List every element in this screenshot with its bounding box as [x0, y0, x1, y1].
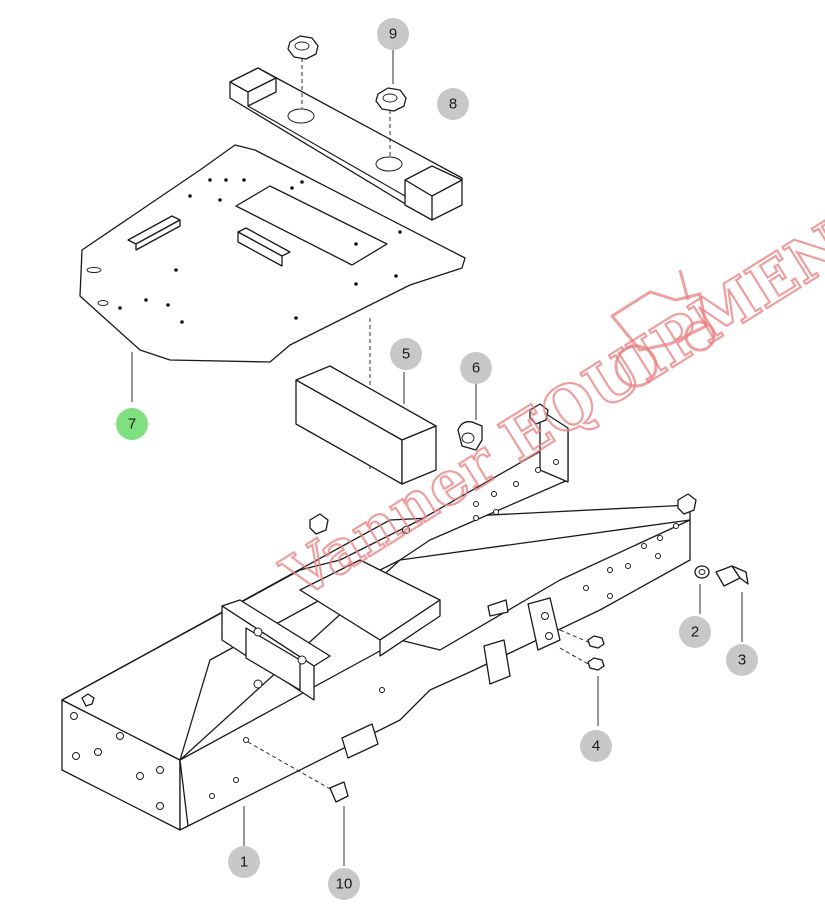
part-2-washer	[694, 565, 710, 614]
callout-label: 7	[128, 416, 136, 433]
callout-6: 6	[460, 352, 492, 384]
part-8-support-bracket	[229, 67, 463, 221]
part-9-nut-upper	[287, 35, 319, 108]
part-10-bolt	[247, 741, 349, 866]
part-4-nuts	[559, 629, 605, 726]
callout-label: 5	[402, 346, 410, 363]
callout-2: 2	[679, 616, 711, 648]
callout-label: 2	[691, 624, 699, 641]
tractor-icon	[609, 269, 716, 388]
callout-label: 10	[336, 876, 353, 893]
callout-3: 3	[726, 644, 758, 676]
part-1-chassis-frame	[61, 403, 697, 846]
callout-1: 1	[228, 846, 260, 878]
part-3-bolt	[715, 565, 749, 642]
callout-9: 9	[377, 18, 409, 84]
callout-label: 8	[449, 96, 457, 113]
callout-label: 1	[240, 854, 248, 871]
part-7-mounting-plate	[79, 144, 466, 402]
part-9-nut-lower	[375, 87, 407, 158]
callout-7: 7	[116, 408, 148, 440]
callout-4: 4	[580, 730, 612, 762]
callout-label: 4	[592, 738, 600, 755]
callout-label: 6	[472, 360, 480, 377]
callout-label: 3	[738, 652, 746, 669]
part-5-spacer-block	[295, 365, 437, 485]
callout-10: 10	[328, 868, 360, 900]
callout-8: 8	[437, 88, 469, 120]
callout-label: 9	[389, 26, 397, 43]
callout-5: 5	[390, 338, 422, 370]
